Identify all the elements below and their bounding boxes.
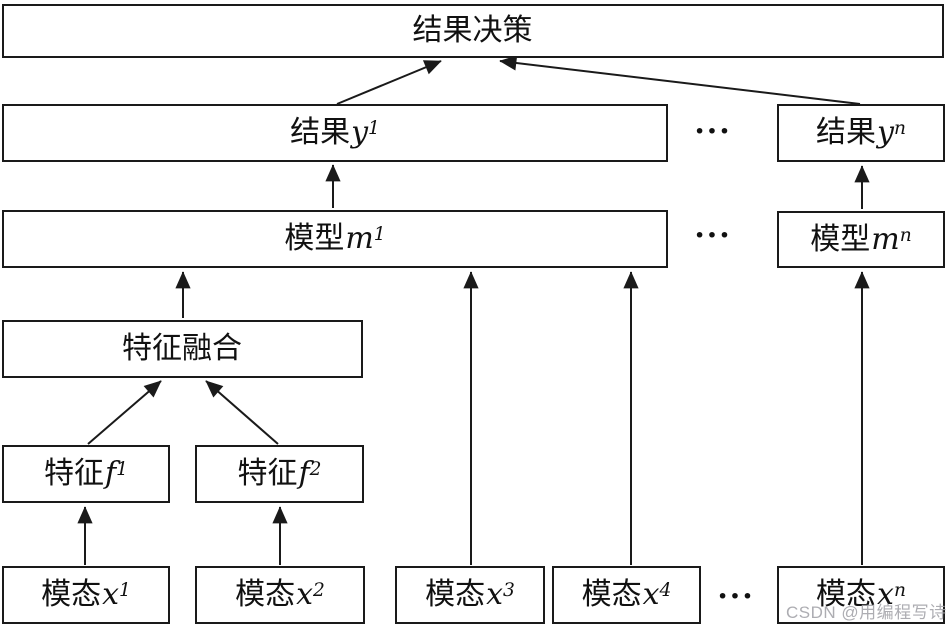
ellipsis-models: ··· [694,218,732,253]
arrow-feature2-fusion [205,380,279,445]
node-decision-label: 结果决策 [412,13,533,48]
ellipsis-results: ··· [694,114,732,149]
ellipsis-modalities: ··· [717,579,755,614]
node-fusion-label: 特征融合 [122,331,242,366]
arrow-result1-decision [336,60,442,105]
arrow-resultn-decision [499,55,861,105]
arrow-feature1-fusion [87,380,162,445]
csdn-watermark: CSDN @用编程写诗 [786,603,947,622]
node-decision: 结果决策 [2,4,944,58]
node-fusion: 特征融合 [2,320,363,378]
